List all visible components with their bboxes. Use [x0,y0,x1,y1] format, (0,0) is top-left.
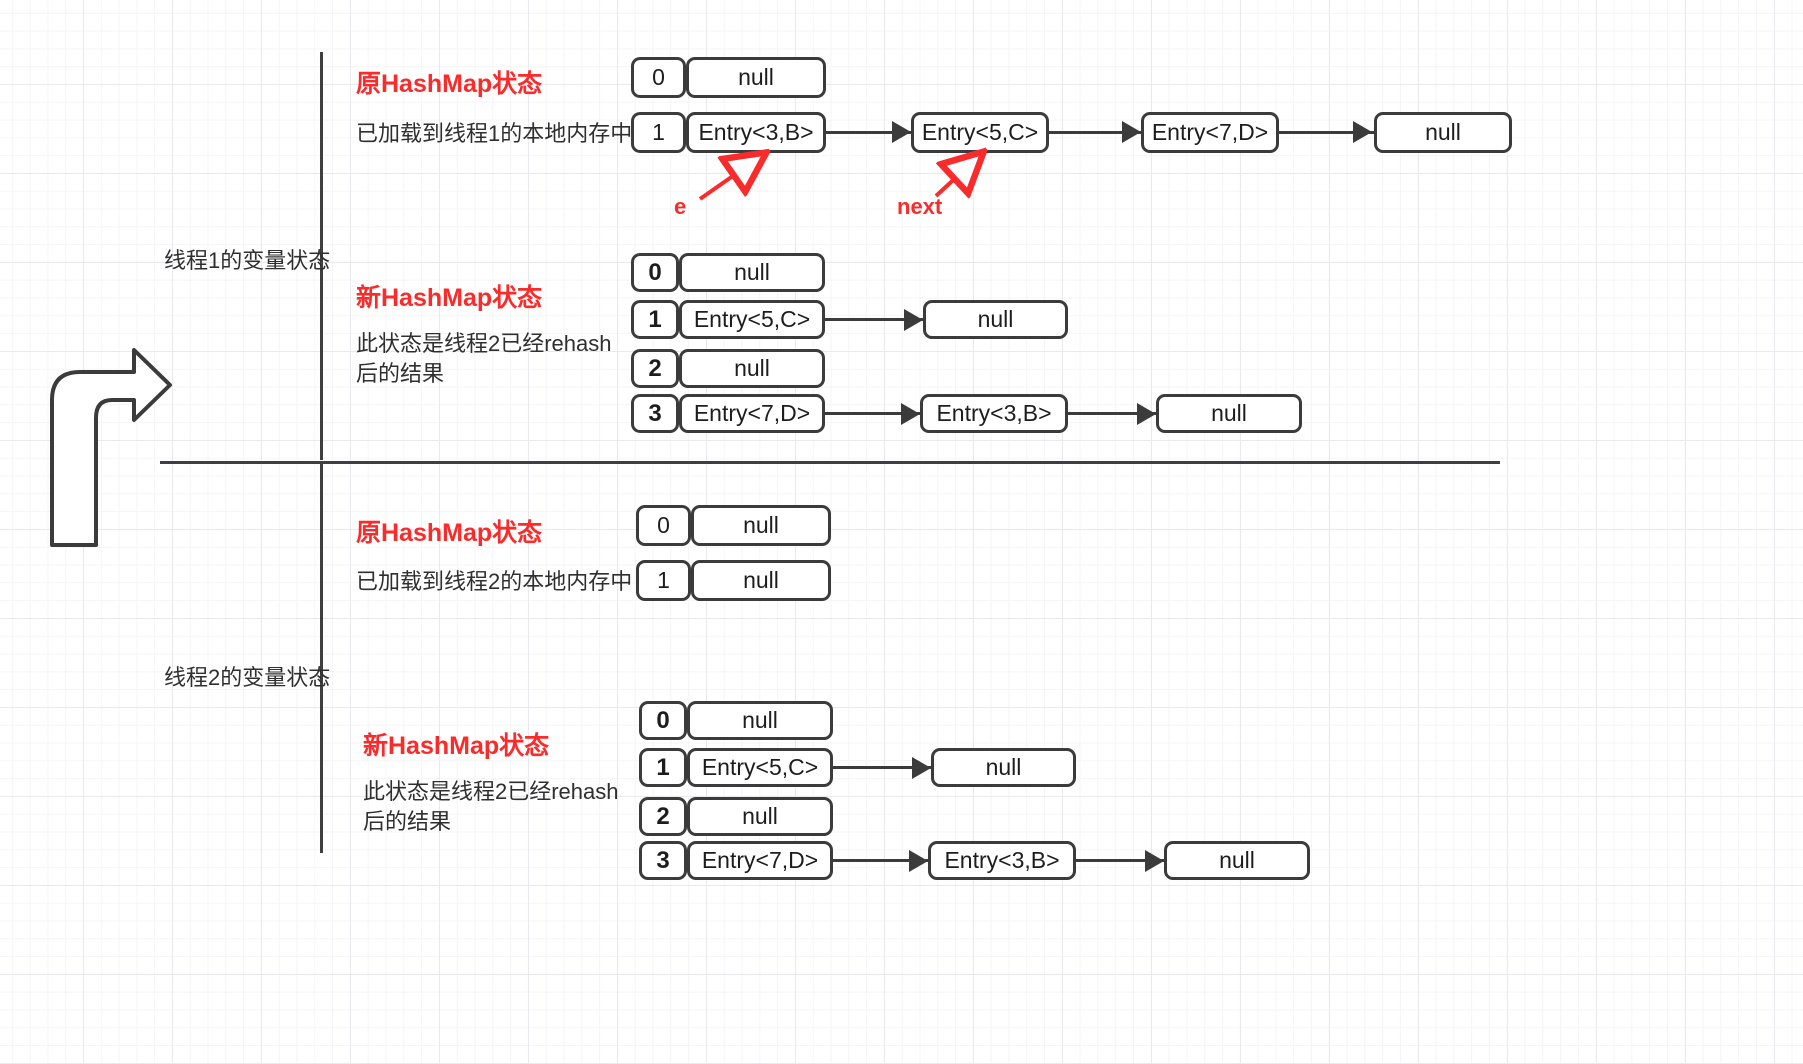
entry-node: null [1156,394,1302,433]
bucket-cell: null [687,797,833,836]
bucket-index: 1 [639,748,687,787]
link-arrowhead-icon [901,403,920,425]
link-line [825,412,920,415]
link-line [1068,412,1156,415]
link-arrowhead-icon [1145,850,1164,872]
vertical-divider-bottom [320,461,323,853]
bucket-index: 0 [639,701,687,740]
section-title-t1-new: 新HashMap状态 [356,284,543,312]
section-title-t1-old: 原HashMap状态 [356,70,543,98]
section-subtitle-t1-old: 已加载到线程1的本地内存中 [356,121,633,146]
bucket-cell: null [691,505,831,546]
section-title-t2-new: 新HashMap状态 [363,732,550,760]
bucket-cell: null [686,57,826,98]
bucket-index: 2 [631,349,679,388]
side-label-thread2: 线程2的变量状态 [164,665,331,690]
bucket-index: 1 [631,112,686,153]
bucket-cell: Entry<7,D> [687,841,833,880]
link-arrowhead-icon [1122,121,1141,143]
bucket-cell: null [679,253,825,292]
bucket-index: 3 [631,394,679,433]
entry-node: Entry<3,B> [928,841,1076,880]
bucket-index: 0 [636,505,691,546]
link-arrowhead-icon [909,850,928,872]
pointer-arrow-e [698,157,760,201]
link-line [1076,859,1164,862]
section-subtitle-t2-new: 此状态是线程2已经rehash 后的结果 [363,779,619,834]
link-line [833,766,931,769]
section-subtitle-t1-new: 此状态是线程2已经rehash 后的结果 [356,331,612,386]
bucket-index: 2 [639,797,687,836]
link-line [826,131,911,134]
side-label-thread1: 线程1的变量状态 [164,248,331,273]
entry-node: null [931,748,1076,787]
bucket-cell: Entry<3,B> [686,112,826,153]
bucket-cell: Entry<5,C> [679,300,825,339]
bucket-index: 3 [639,841,687,880]
section-title-t2-old: 原HashMap状态 [356,519,543,547]
entry-node: Entry<5,C> [911,112,1049,153]
bucket-cell: null [691,560,831,601]
bucket-cell: Entry<5,C> [687,748,833,787]
section-subtitle-t2-old: 已加载到线程2的本地内存中 [356,569,633,594]
bucket-index: 1 [636,560,691,601]
bucket-cell: null [687,701,833,740]
link-line [1049,131,1141,134]
link-arrowhead-icon [892,121,911,143]
link-arrowhead-icon [912,757,931,779]
link-arrowhead-icon [1137,403,1156,425]
pointer-label-e: e [674,194,687,219]
bucket-cell: Entry<7,D> [679,394,825,433]
entry-node: null [1164,841,1310,880]
bucket-index: 1 [631,300,679,339]
vertical-divider-top [320,52,323,460]
bucket-cell: null [679,349,825,388]
pointer-arrow-next [934,157,978,196]
entry-node: null [1374,112,1512,153]
link-line [833,859,928,862]
horizontal-divider [160,461,1500,464]
link-arrowhead-icon [1353,121,1372,143]
bucket-index: 0 [631,57,686,98]
link-line [825,318,923,321]
entry-node: null [923,300,1068,339]
bucket-index: 0 [631,253,679,292]
pointer-label-next: next [897,194,943,219]
link-arrowhead-icon [904,309,923,331]
entry-node: Entry<3,B> [920,394,1068,433]
loop-arrow-icon [50,348,172,547]
entry-node: Entry<7,D> [1141,112,1279,153]
link-line [1279,131,1374,134]
